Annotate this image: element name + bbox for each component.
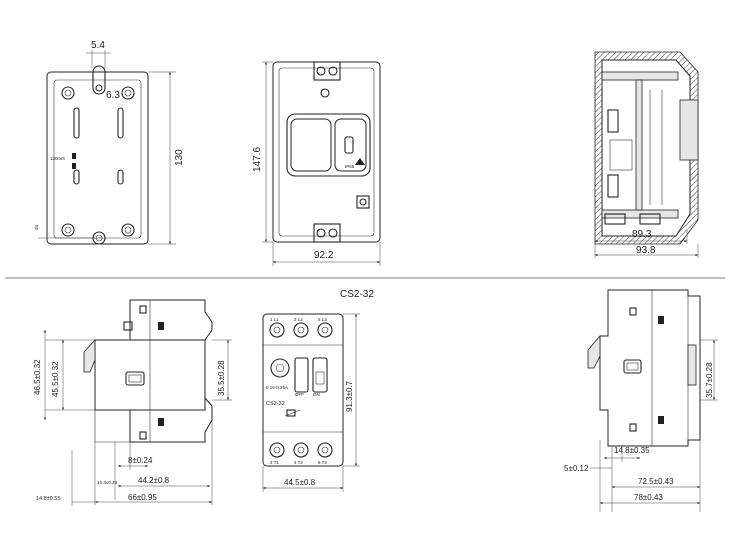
indicator-hole bbox=[320, 88, 330, 98]
window bbox=[125, 371, 145, 386]
dim-35-5: 35.5±0.28 bbox=[217, 360, 226, 396]
warning-icon bbox=[355, 158, 365, 165]
back-small-label2: d4 bbox=[34, 224, 39, 230]
dim-6-3: 6.3 bbox=[106, 90, 120, 101]
right-body-outline bbox=[599, 289, 701, 447]
top-hole bbox=[95, 84, 103, 92]
breaker-right-view: 35.7±0.28 14.8±0.35 5±0.12 72.5±0.43 78±… bbox=[564, 289, 718, 512]
dim-93-8: 93.8 bbox=[636, 245, 656, 256]
dim-14-8: 14.8±0.55 bbox=[36, 496, 60, 502]
dim-91-3: 91.3±0.7 bbox=[345, 380, 354, 412]
back-view: 130mm d4 5.4 6.3 130 bbox=[34, 40, 185, 245]
mark bbox=[72, 153, 76, 159]
mark bbox=[72, 163, 76, 169]
terminal-t2: 4 T2 bbox=[294, 460, 303, 465]
dim-66: 66±0.95 bbox=[128, 493, 157, 502]
slot bbox=[117, 107, 124, 139]
off-button bbox=[294, 357, 309, 393]
current-range: 0.16-0.25A bbox=[266, 385, 288, 390]
dim-72-5: 72.5±0.43 bbox=[638, 477, 674, 486]
dim-5: 5±0.12 bbox=[564, 464, 589, 473]
top-slot bbox=[92, 65, 106, 95]
dim-35-7: 35.7±0.28 bbox=[705, 362, 714, 398]
terminal-l3: 5 L3 bbox=[318, 317, 327, 322]
slot bbox=[73, 107, 80, 139]
dim-78: 78±0.43 bbox=[634, 493, 663, 502]
slot bbox=[73, 169, 80, 185]
dim-46-5: 46.5±0.32 bbox=[33, 359, 42, 395]
bottom-terminals: 2 T1 4 T2 6 T3 bbox=[269, 442, 333, 465]
handle bbox=[587, 334, 601, 369]
breaker-front-view: 1 L1 3 L2 5 L3 2 T1 4 T2 6 T3 0.16-0.25A… bbox=[262, 313, 360, 492]
ip-mark: IP65 bbox=[345, 164, 355, 169]
on-label: ON bbox=[313, 392, 320, 397]
adjustment-dial bbox=[270, 358, 290, 378]
model-title: CS2-32 bbox=[340, 289, 374, 300]
off-label: OFF bbox=[295, 392, 304, 397]
on-button bbox=[312, 357, 328, 393]
dim-44-5: 44.5±0.8 bbox=[284, 478, 316, 487]
off-button bbox=[290, 118, 332, 172]
model-label: CS2-32 bbox=[266, 401, 285, 407]
corner-screws bbox=[61, 86, 135, 245]
switch-window bbox=[286, 113, 371, 177]
breaker-outline bbox=[262, 313, 344, 467]
dim-89-3: 89.3 bbox=[632, 229, 652, 240]
window bbox=[623, 359, 642, 374]
dim-14-8r: 14.8±0.35 bbox=[614, 446, 650, 455]
on-button bbox=[334, 118, 367, 172]
enclosure-side-section: 89.3 93.8 bbox=[594, 51, 699, 258]
terminal-l2: 3 L2 bbox=[294, 317, 303, 322]
terminal-t1: 2 T1 bbox=[270, 460, 279, 465]
dim-45-5: 45.5±0.32 bbox=[51, 361, 60, 397]
back-view-inner bbox=[53, 79, 142, 239]
handle bbox=[83, 338, 96, 373]
back-small-label: 130mm bbox=[50, 156, 65, 161]
terminal-t3: 6 T3 bbox=[318, 460, 327, 465]
dim-5-4: 5.4 bbox=[91, 40, 105, 51]
dim-16-3: 16.3±0.29 bbox=[97, 480, 117, 485]
dim-8: 8±0.24 bbox=[128, 456, 153, 465]
terminal-l1: 1 L1 bbox=[270, 317, 279, 322]
dim-147-6: 147.6 bbox=[252, 147, 263, 172]
enclosure-front-view: IP65 147.6 92.2 bbox=[252, 61, 381, 266]
dim-92-2: 92.2 bbox=[314, 250, 334, 261]
breaker-side-view: 46.5±0.32 45.5±0.32 35.5±0.28 8±0.24 44.… bbox=[33, 299, 232, 506]
dim-44-2: 44.2±0.8 bbox=[138, 476, 170, 485]
slot bbox=[117, 169, 124, 185]
lock-screw bbox=[359, 198, 367, 206]
dim-130: 130 bbox=[174, 149, 185, 166]
top-terminals: 1 L1 3 L2 5 L3 bbox=[269, 317, 333, 338]
